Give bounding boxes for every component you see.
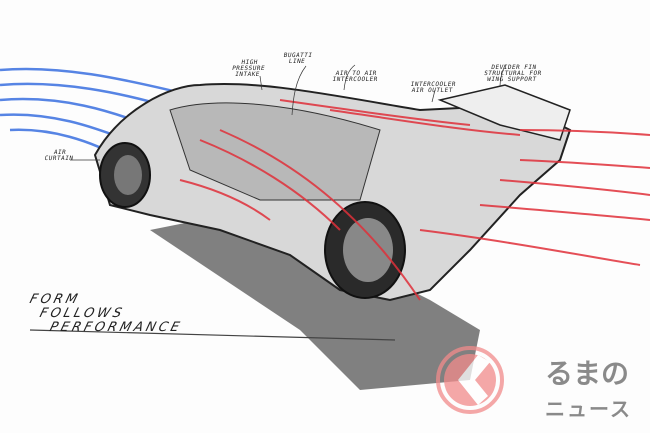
- car-shadow: [150, 210, 480, 390]
- slogan-line-1: FORM: [27, 292, 82, 307]
- hot-airflow-lines: [179, 99, 650, 301]
- annotation-devider-fin: DEVIDER FIN STRUCTURAL FOR WING SUPPORT: [483, 64, 543, 83]
- front-wheel-rim: [114, 155, 142, 195]
- annotation-air-to-air-intercooler: AIR TO AIR INTERCOOLER: [331, 70, 379, 83]
- annotation-high-pressure-intake: HIGH PRESSURE INTAKE: [231, 59, 266, 78]
- annotation-air-curtain: AIR CURTAIN: [43, 149, 74, 162]
- slogan-rule: [29, 329, 396, 341]
- annotation-intercooler-air-outlet: INTERCOOLER AIR OUTLET: [410, 81, 457, 94]
- watermark-text-top: るまの: [545, 357, 630, 390]
- watermark-text-bottom: ニュース: [545, 397, 632, 421]
- annotation-leaders: [70, 64, 506, 161]
- slogan-line-3: PERFORMANCE: [47, 320, 184, 335]
- watermark-logo: [436, 346, 504, 414]
- rear-wheel-rim: [343, 218, 393, 282]
- annotation-bugatti-line: BUGATTI LINE: [283, 52, 314, 65]
- canopy: [169, 102, 381, 201]
- rear-wing: [437, 84, 571, 141]
- slogan-line-2: FOLLOWS: [37, 306, 127, 321]
